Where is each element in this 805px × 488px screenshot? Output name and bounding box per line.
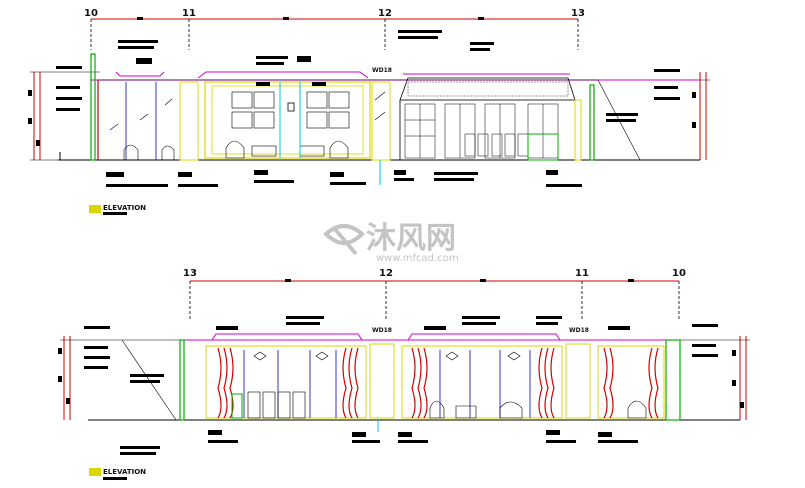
top-elevation: 10 11 12 13 [28, 8, 710, 215]
bottom-grid-label-2: 12 [379, 268, 393, 279]
bottom-grid-axis: 13 12 11 10 [183, 268, 686, 320]
watermark-logo-icon [323, 224, 365, 256]
watermark-text: 沐风网 [366, 221, 456, 256]
top-wd-tag: WD18 [372, 67, 392, 74]
top-grid-axis: 10 11 12 13 [84, 8, 585, 50]
top-grid-label-1: 10 [84, 8, 98, 19]
top-title-block: ELEVATION [89, 204, 146, 215]
top-elevation-title: ELEVATION [103, 204, 146, 212]
bottom-wd-tag-1: WD18 [372, 327, 392, 334]
top-left-dimensions [30, 71, 100, 161]
bottom-title-block: ELEVATION [89, 468, 146, 480]
top-grid-label-2: 11 [182, 8, 196, 19]
bottom-grid-label-4: 10 [672, 268, 686, 279]
watermark: 沐风网 www.mfcad.com [323, 221, 459, 264]
bottom-grid-label-3: 11 [575, 268, 589, 279]
bottom-elevation-title: ELEVATION [103, 468, 146, 476]
top-grid-label-4: 13 [571, 8, 585, 19]
bottom-grid-label-1: 13 [183, 268, 197, 279]
watermark-url: www.mfcad.com [376, 253, 459, 264]
top-grid-label-3: 12 [378, 8, 392, 19]
bottom-elevation: 13 12 11 10 [58, 268, 750, 480]
bottom-wd-tag-2: WD18 [569, 327, 589, 334]
